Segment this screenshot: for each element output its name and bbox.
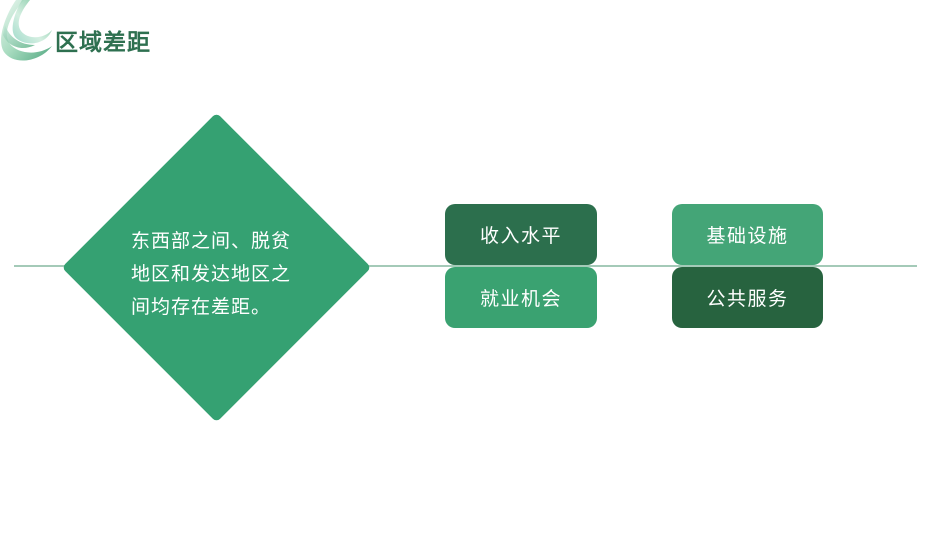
- diamond-text-line: 东西部之间、脱贫: [131, 231, 292, 252]
- page-title: 区域差距: [55, 29, 151, 55]
- public-services-button[interactable]: 公共服务: [672, 267, 823, 328]
- horizontal-divider-line: [14, 265, 917, 267]
- diamond-text-block: 东西部之间、脱贫 地区和发达地区之 间均存在差距。: [131, 225, 311, 324]
- ribbon-swirl-icon: [1, 0, 52, 61]
- diamond-text-line: 间均存在差距。: [131, 297, 272, 318]
- income-level-button[interactable]: 收入水平: [445, 204, 597, 265]
- diamond-text-line: 地区和发达地区之: [131, 264, 292, 285]
- infrastructure-button[interactable]: 基础设施: [672, 204, 823, 265]
- job-opportunity-button[interactable]: 就业机会: [445, 267, 597, 328]
